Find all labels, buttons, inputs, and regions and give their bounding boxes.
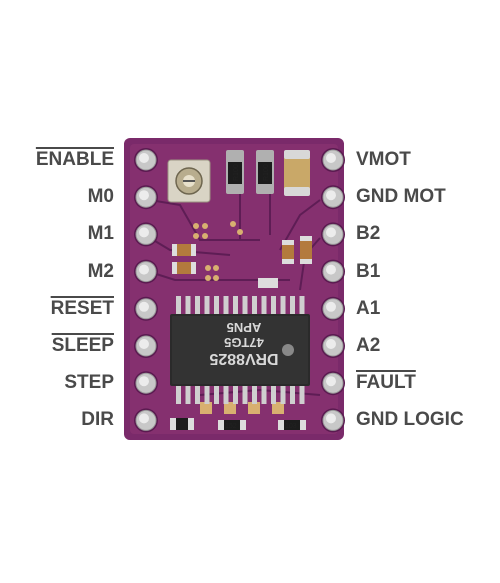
chip-pin bbox=[195, 296, 200, 314]
capacitor-large bbox=[284, 150, 310, 196]
left-header-pin bbox=[134, 296, 158, 321]
right-pin-label: FAULT bbox=[356, 372, 416, 394]
right-pin-label: VMOT bbox=[356, 149, 411, 170]
chip-pin bbox=[204, 386, 210, 404]
left-pin-label: M2 bbox=[87, 260, 114, 282]
chip-pin bbox=[252, 386, 257, 404]
right-pin-label: GND MOT bbox=[356, 186, 446, 208]
chip-line-3: APN5 bbox=[227, 320, 262, 335]
left-header-pin bbox=[134, 185, 158, 210]
resistor-2-label: R100 bbox=[263, 164, 270, 181]
chip-pin bbox=[204, 296, 210, 314]
right-pin-label: GND LOGIC bbox=[356, 409, 464, 431]
chip-pin bbox=[185, 296, 191, 314]
left-header-pin bbox=[134, 222, 158, 247]
right-pin-label: B1 bbox=[356, 260, 381, 282]
chip-pin bbox=[280, 386, 286, 404]
chip-pin bbox=[233, 386, 238, 404]
right-header-pin bbox=[321, 371, 345, 396]
left-header-pin bbox=[134, 408, 158, 433]
left-pin-label: SLEEP bbox=[51, 335, 114, 356]
sense-resistor-1: R100 bbox=[226, 150, 244, 194]
left-pin-label: DIR bbox=[81, 409, 114, 431]
left-header-pin bbox=[134, 148, 158, 172]
chip-pin bbox=[233, 296, 238, 314]
chip-line-1: DRV8825 bbox=[209, 350, 278, 367]
chip-pin bbox=[214, 386, 219, 404]
chip-pin bbox=[290, 386, 295, 404]
potentiometer bbox=[167, 159, 211, 203]
chip-pin bbox=[185, 386, 191, 404]
right-header-pin bbox=[321, 259, 345, 284]
chip-pin bbox=[252, 296, 257, 314]
chip-pin bbox=[299, 296, 305, 314]
right-header-pin bbox=[321, 334, 345, 358]
resistor-1-label: R100 bbox=[233, 164, 240, 181]
chip-pin bbox=[280, 296, 286, 314]
chip-pin bbox=[223, 386, 229, 404]
left-pin-label: ENABLE bbox=[35, 149, 114, 170]
right-header-pin bbox=[321, 408, 345, 433]
chip-pin bbox=[261, 386, 267, 404]
left-header-pin bbox=[134, 334, 158, 358]
chip-pin bbox=[176, 296, 181, 314]
left-header-pin bbox=[134, 259, 158, 284]
chip-pin bbox=[299, 386, 305, 404]
chip-pin bbox=[290, 296, 295, 314]
chip-pin bbox=[176, 386, 181, 404]
smd-components: 152 103 bbox=[170, 221, 312, 430]
resistor-3-label: 152 bbox=[225, 423, 237, 430]
chip-pin bbox=[195, 386, 200, 404]
chip-pin bbox=[214, 296, 219, 314]
left-pin-label: STEP bbox=[64, 372, 114, 394]
right-header-pin bbox=[321, 296, 345, 321]
chip-pin bbox=[271, 296, 276, 314]
chip-pin bbox=[242, 386, 248, 404]
left-pin-label: M1 bbox=[87, 223, 114, 245]
left-header-pin bbox=[134, 371, 158, 396]
chip-pins bbox=[176, 296, 305, 404]
ti-logo-icon bbox=[282, 344, 294, 356]
left-pin-label: RESET bbox=[50, 297, 114, 319]
chip-pin bbox=[223, 296, 229, 314]
right-header-pin bbox=[321, 148, 345, 172]
driver-chip: DRV8825 47TG5 APN5 bbox=[170, 314, 310, 386]
sense-resistor-2: R100 bbox=[256, 150, 274, 194]
chip-pin bbox=[242, 296, 248, 314]
right-header-pin bbox=[321, 222, 345, 247]
right-pin-label: A1 bbox=[356, 297, 381, 319]
chip-line-2: 47TG5 bbox=[224, 335, 264, 350]
right-pin-label: B2 bbox=[356, 223, 381, 245]
header-pins bbox=[134, 148, 345, 433]
right-header-pin bbox=[321, 185, 345, 210]
right-pin-label: A2 bbox=[356, 335, 381, 356]
chip-pin bbox=[271, 386, 276, 404]
resistor-4-label: 103 bbox=[285, 423, 297, 430]
chip-pin bbox=[261, 296, 267, 314]
left-pin-label: M0 bbox=[87, 186, 114, 208]
